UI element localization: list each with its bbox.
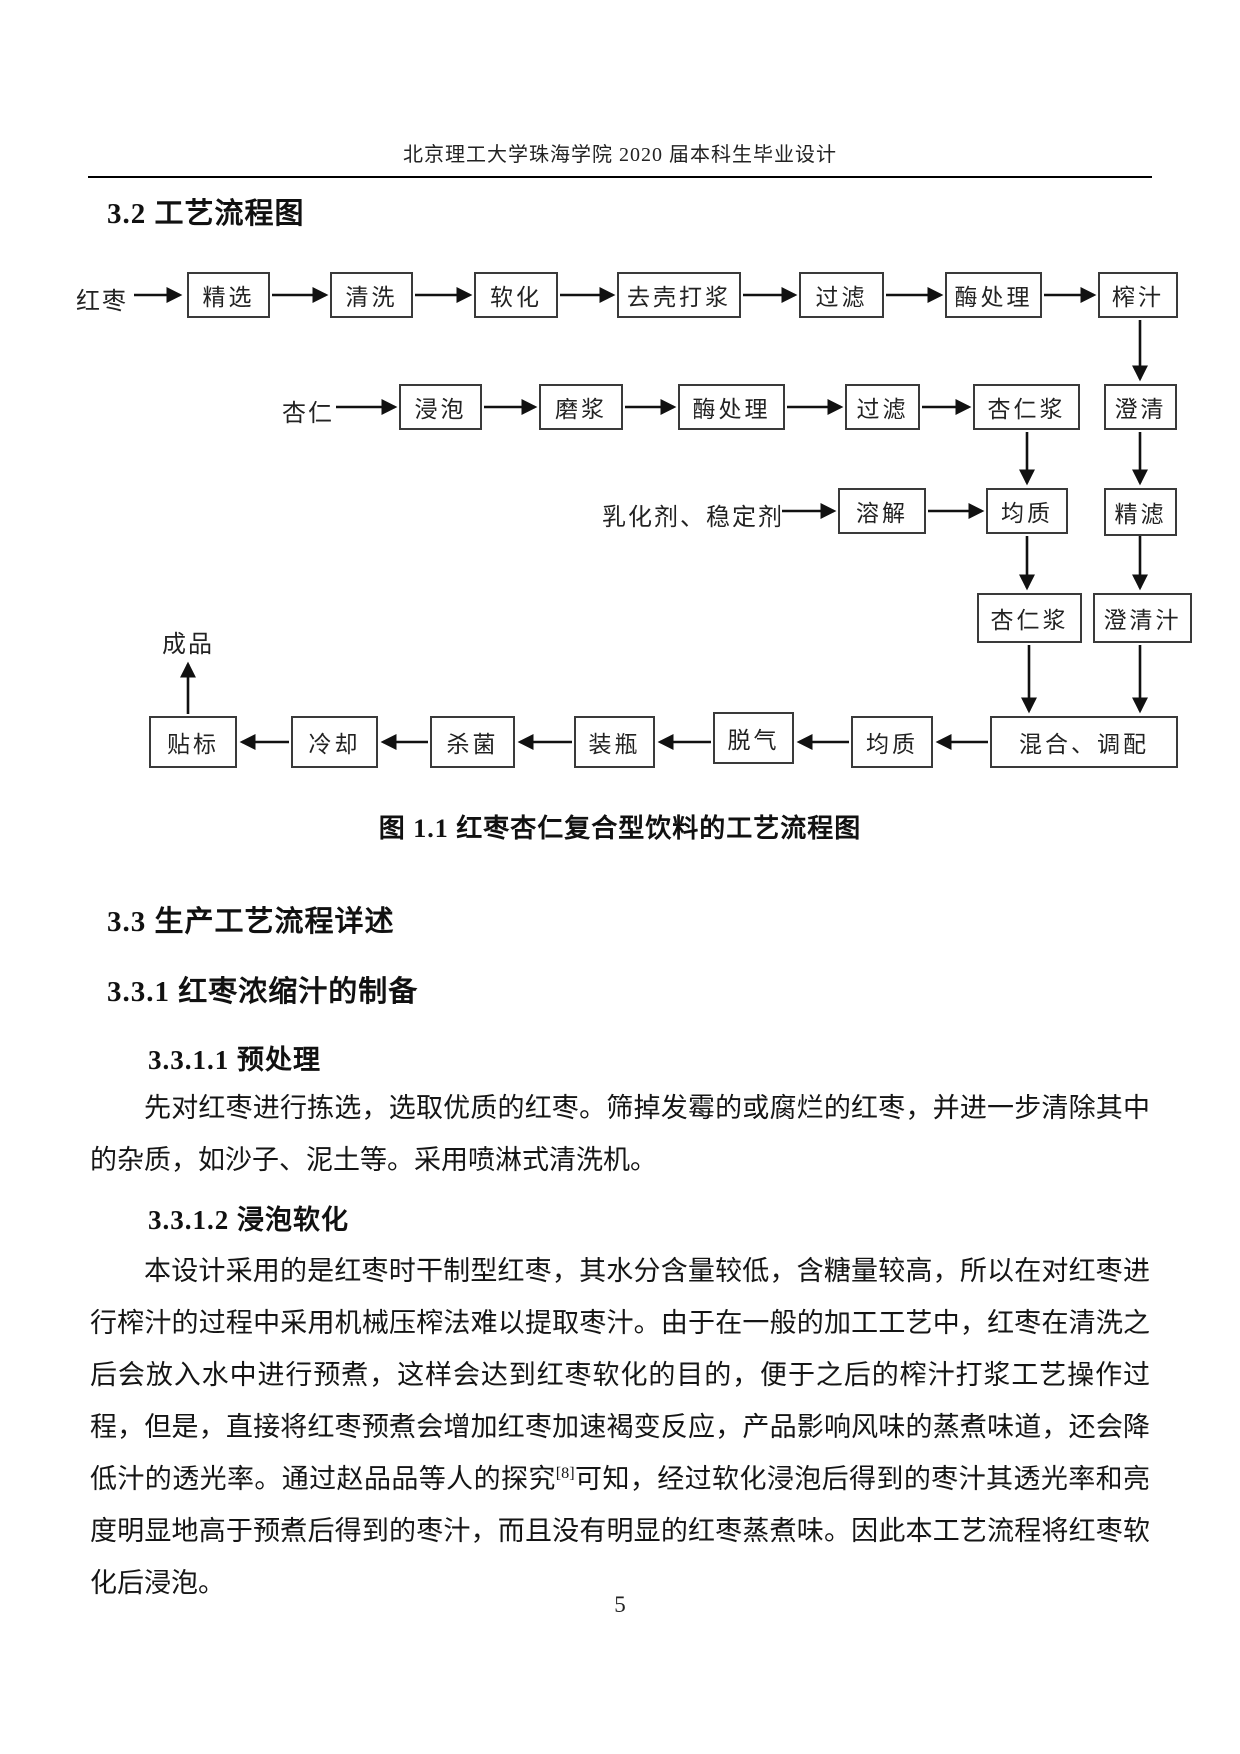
flow-node-cooling: 冷却 — [291, 716, 378, 768]
flow-node-selection: 精选 — [187, 272, 270, 318]
flow-node-degassing: 脱气 — [713, 712, 794, 764]
flow-node-almond-milk-1: 杏仁浆 — [973, 384, 1080, 430]
flow-node-sterilizing: 杀菌 — [430, 716, 515, 768]
flow-node-homogenizing-1: 均质 — [986, 488, 1068, 534]
flow-node-almond-milk-2: 杏仁浆 — [977, 593, 1082, 643]
section-heading-3-2: 3.2 工艺流程图 — [107, 198, 305, 230]
figure-caption: 图 1.1 红枣杏仁复合型饮料的工艺流程图 — [378, 814, 862, 843]
flow-label-red-jujube: 红枣 — [76, 289, 128, 315]
flow-node-shelling-pulping: 去壳打浆 — [617, 272, 741, 318]
flow-node-filtering-1: 过滤 — [799, 272, 884, 318]
reference-superscript: [8] — [555, 1464, 575, 1482]
flow-node-enzyme-treatment-2: 酶处理 — [678, 384, 785, 430]
flow-node-clarified-juice: 澄清汁 — [1093, 593, 1192, 643]
flow-label-finished-product: 成品 — [162, 632, 214, 658]
flow-node-dissolving: 溶解 — [838, 488, 926, 534]
header-rule — [88, 176, 1152, 178]
paragraph-text-after-ref: 可知，经过软化浸泡后得到的枣汁其透光率和亮度明显地高于预煮后得到的枣汁，而且没有… — [90, 1464, 1151, 1598]
flow-node-clarifying: 澄清 — [1104, 384, 1177, 430]
page-number: 5 — [614, 1592, 626, 1617]
section-heading-3-3-1-2: 3.3.1.2 浸泡软化 — [148, 1205, 349, 1235]
paragraph-text-before-ref: 本设计采用的是红枣时干制型红枣，其水分含量较低，含糖量较高，所以在对红枣进行榨汁… — [90, 1256, 1150, 1494]
section-heading-3-3: 3.3 生产工艺流程详述 — [107, 906, 395, 938]
flow-node-grinding: 磨浆 — [539, 384, 623, 430]
flow-node-filtering-2: 过滤 — [845, 384, 920, 430]
flow-node-fine-filtering: 精滤 — [1104, 488, 1177, 536]
section-heading-3-3-1: 3.3.1 红枣浓缩汁的制备 — [107, 976, 419, 1008]
flow-node-enzyme-treatment-1: 酶处理 — [945, 272, 1042, 318]
flow-node-soaking: 浸泡 — [399, 384, 482, 430]
flow-node-bottling: 装瓶 — [574, 716, 655, 768]
flow-node-washing: 清洗 — [330, 272, 413, 318]
section-heading-3-3-1-1: 3.3.1.1 预处理 — [148, 1045, 321, 1075]
flow-node-homogenizing-2: 均质 — [851, 716, 933, 768]
flow-node-mixing-blending: 混合、调配 — [990, 716, 1178, 768]
flow-label-emulsifier-stabilizer: 乳化剂、稳定剂 — [602, 505, 784, 531]
flow-node-labeling: 贴标 — [149, 716, 237, 768]
page-header: 北京理工大学珠海学院 2020 届本科生毕业设计 — [403, 144, 837, 166]
flow-node-juicing: 榨汁 — [1098, 272, 1178, 318]
paragraph-pretreatment: 先对红枣进行拣选，选取优质的红枣。筛掉发霉的或腐烂的红枣，并进一步清除其中的杂质… — [90, 1093, 1150, 1175]
paragraph-soaking-softening: 本设计采用的是红枣时干制型红枣，其水分含量较低，含糖量较高，所以在对红枣进行榨汁… — [90, 1245, 1150, 1609]
flow-label-almond: 杏仁 — [282, 401, 334, 427]
flow-node-softening: 软化 — [474, 272, 558, 318]
